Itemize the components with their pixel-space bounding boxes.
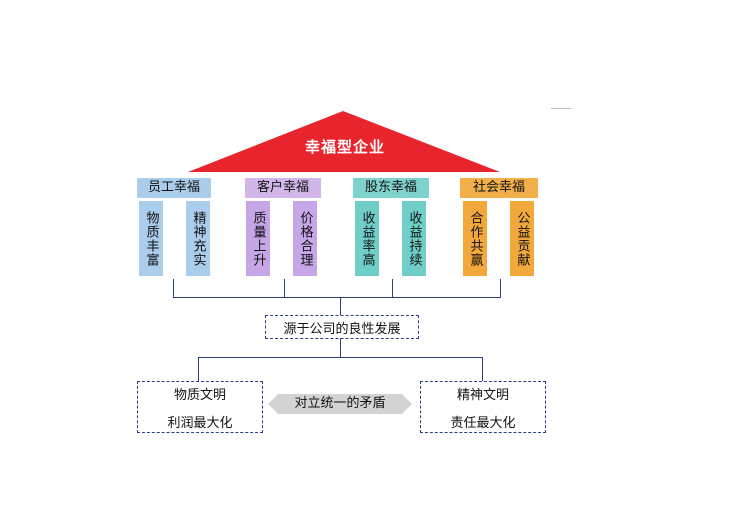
material-civilization-title: 物质文明 xyxy=(173,387,226,403)
source-label: 源于公司的良性发展 xyxy=(283,321,401,337)
category-employee: 员工幸福 xyxy=(137,178,211,198)
contradiction-label: 对立统一的矛盾 xyxy=(294,396,386,411)
connector-line xyxy=(482,357,483,381)
source-box: 源于公司的良性发展 xyxy=(265,315,419,339)
material-civilization-box: 物质文明 利润最大化 xyxy=(137,381,263,433)
category-customer: 客户幸福 xyxy=(245,178,321,198)
spiritual-civilization-title: 精神文明 xyxy=(456,387,509,403)
pillar-high-return: 收益率高 xyxy=(355,201,379,276)
pillar-material-rich: 物质丰富 xyxy=(139,201,163,276)
responsibility-maximization-label: 责任最大化 xyxy=(450,415,516,431)
decorative-tick xyxy=(551,108,571,109)
pillar-quality-rise: 质量上升 xyxy=(246,201,270,276)
connector-line xyxy=(500,279,501,297)
connector-line xyxy=(198,357,199,381)
roof-title: 幸福型企业 xyxy=(304,138,385,156)
profit-maximization-label: 利润最大化 xyxy=(167,415,233,431)
connector-line xyxy=(340,297,341,315)
pillar-public-welfare: 公益贡献 xyxy=(510,201,534,276)
connector-line xyxy=(173,279,174,297)
pillar-price-reasonable: 价格合理 xyxy=(293,201,317,276)
connector-line xyxy=(392,279,393,297)
connector-line xyxy=(340,338,341,358)
pillar-spirit-fulfilled: 精神充实 xyxy=(186,201,210,276)
connector-line xyxy=(198,357,483,358)
category-shareholder: 股东幸福 xyxy=(353,178,429,198)
connector-line xyxy=(284,279,285,297)
pillar-sustained-return: 收益持续 xyxy=(402,201,426,276)
connector-line xyxy=(173,297,501,298)
category-society: 社会幸福 xyxy=(460,178,538,198)
spiritual-civilization-box: 精神文明 责任最大化 xyxy=(420,381,546,433)
pillar-win-win: 合作共赢 xyxy=(463,201,487,276)
